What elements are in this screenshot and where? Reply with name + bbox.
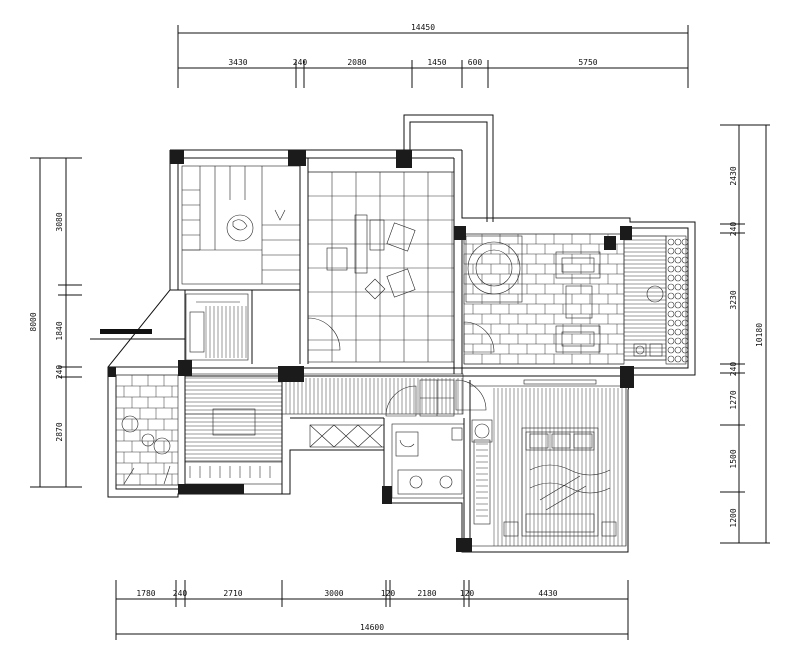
corridor: [184, 293, 464, 415]
planter-shrub: [681, 301, 689, 309]
top-seg-4: 1450: [427, 58, 446, 67]
planter-shrub: [681, 256, 689, 264]
planter-shrub: [667, 283, 675, 291]
bottom-seg-1: 1780: [136, 589, 155, 598]
planter-shrub: [667, 265, 675, 273]
right-seg-5: 1270: [729, 390, 738, 409]
planter-shrub: [681, 238, 689, 246]
right-seg-3: 3230: [729, 290, 738, 309]
top-seg-5: 600: [468, 58, 483, 67]
right-dimension-chain: 2430 240 3230 240 1270 1500 1200 10180: [720, 124, 770, 544]
planter-shrub: [674, 319, 682, 327]
planter-shrub: [667, 328, 675, 336]
planter-shrub: [674, 310, 682, 318]
right-seg-7: 1200: [729, 508, 738, 527]
inner-walls: [178, 158, 630, 552]
staircase: [181, 165, 301, 285]
bottom-seg-2: 240: [173, 589, 188, 598]
study-room: [307, 171, 455, 363]
planter-shrub: [674, 247, 682, 255]
right-seg-1: 2430: [729, 166, 738, 185]
top-total-label: 14450: [411, 23, 435, 32]
planter-shrub: [674, 346, 682, 354]
planter-shrub: [681, 292, 689, 300]
top-seg-6: 5750: [578, 58, 597, 67]
planter-shrub: [681, 337, 689, 345]
right-total-label: 10180: [755, 323, 764, 347]
bedroom: [469, 379, 627, 547]
left-total-label: 8000: [29, 312, 38, 331]
planter-shrub: [681, 274, 689, 282]
planter-shrub: [674, 337, 682, 345]
left-seg-2: 1840: [55, 321, 64, 340]
planter-shrub: [667, 247, 675, 255]
lower-hall: [184, 375, 283, 485]
planter-shrub: [681, 265, 689, 273]
planter-shrub: [681, 328, 689, 336]
planter-shrub: [681, 310, 689, 318]
left-seg-4: 2870: [55, 422, 64, 441]
planter-shrub: [667, 346, 675, 354]
section-marker: [100, 329, 152, 334]
planter-shrub: [674, 355, 682, 363]
top-seg-1: 3430: [228, 58, 247, 67]
right-seg-6: 1500: [729, 449, 738, 468]
planter-shrub: [681, 283, 689, 291]
planter-shrub: [674, 301, 682, 309]
planter-shrub: [674, 328, 682, 336]
planter-shrub: [667, 292, 675, 300]
planter-shrub: [681, 355, 689, 363]
bottom-seg-7: 120: [460, 589, 475, 598]
planter-shrub: [674, 292, 682, 300]
left-balcony: [115, 374, 179, 486]
left-seg-3: 240: [55, 365, 64, 380]
left-dimension-chain: 8000 3080 1840 240 2870: [29, 157, 82, 488]
planter-shrub: [667, 319, 675, 327]
planter-shrub: [681, 346, 689, 354]
planter-shrub: [667, 256, 675, 264]
right-seg-2: 240: [729, 222, 738, 237]
right-seg-4: 240: [729, 362, 738, 377]
planter-shrub: [667, 274, 675, 282]
planter-shrub: [681, 319, 689, 327]
top-dimension-chain: 14450 3430 240 2080 1450 600 5750: [177, 23, 689, 88]
planter-shrub: [674, 238, 682, 246]
planter-shrub: [674, 256, 682, 264]
planter-shrub: [674, 274, 682, 282]
bottom-seg-4: 3000: [324, 589, 343, 598]
planter-shrub: [667, 310, 675, 318]
bottom-total-label: 14600: [360, 623, 384, 632]
planter-shrub: [674, 265, 682, 273]
bottom-seg-5: 120: [381, 589, 396, 598]
columns: [108, 150, 634, 552]
planter-shrub: [667, 238, 675, 246]
bottom-dimension-chain: 1780 240 2710 3000 120 2180 120 4430 146…: [115, 580, 629, 640]
planter-shrub: [667, 301, 675, 309]
living-room: [463, 233, 625, 365]
top-seg-3: 2080: [347, 58, 366, 67]
bottom-seg-3: 2710: [223, 589, 242, 598]
planter-shrub: [667, 355, 675, 363]
bathroom: [391, 419, 493, 499]
bottom-seg-6: 2180: [417, 589, 436, 598]
top-seg-2: 240: [293, 58, 308, 67]
planter-shrub: [681, 247, 689, 255]
right-balcony: [623, 235, 689, 365]
planter-shrub: [674, 283, 682, 291]
left-seg-1: 3080: [55, 212, 64, 231]
planter-shrub: [667, 337, 675, 345]
bottom-seg-8: 4430: [538, 589, 557, 598]
